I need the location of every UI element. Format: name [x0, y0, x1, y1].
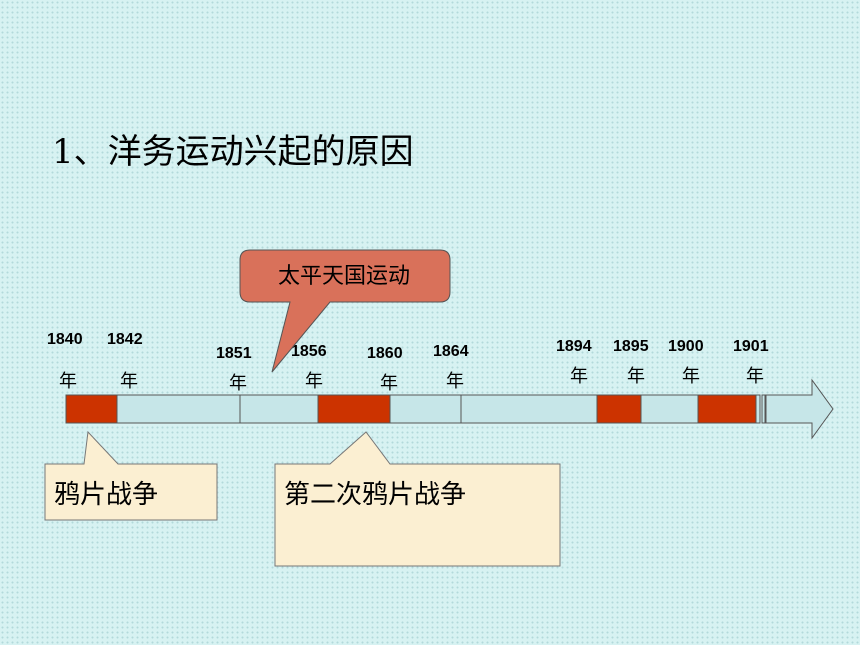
year-suffix-1864: 年 [446, 371, 464, 392]
segment-1864-1894 [460, 394, 598, 424]
segment-1856-1860 [317, 394, 391, 424]
segment-1894-1895 [596, 394, 642, 424]
opium-war-callout-box [44, 430, 218, 521]
year-suffix-1901: 年 [746, 366, 764, 387]
year-label-1900: 1900 [668, 338, 704, 355]
year-label-1851: 1851 [216, 345, 252, 362]
year-suffix-1900: 年 [682, 366, 700, 387]
year-label-1842: 1842 [107, 331, 143, 348]
segment-1900-1901 [697, 394, 757, 424]
second-opium-war-label: 第二次鸦片战争 [284, 480, 467, 510]
year-label-1856: 1856 [291, 343, 327, 360]
year-suffix-1842: 年 [120, 371, 138, 392]
segment-1860-1864 [389, 394, 462, 424]
taiping-callout-label: 太平天国运动 [277, 264, 410, 289]
segment-1895-1900 [640, 394, 699, 424]
year-label-1840: 1840 [47, 331, 83, 348]
segment-1840-1842 [65, 394, 118, 424]
taiping-callout-bubble [239, 249, 451, 373]
year-suffix-1895: 年 [627, 366, 645, 387]
year-suffix-1856: 年 [305, 371, 323, 392]
opium-war-label: 鸦片战争 [54, 480, 159, 510]
year-suffix-1851: 年 [229, 373, 247, 394]
year-label-1894: 1894 [556, 338, 592, 355]
segment-1851-1856 [239, 394, 319, 424]
year-label-1860: 1860 [367, 345, 403, 362]
second-opium-war-callout-box [274, 431, 561, 567]
page-title: 1、洋务运动兴起的原因 [52, 132, 414, 172]
year-label-1895: 1895 [613, 338, 649, 355]
year-suffix-1840: 年 [59, 371, 77, 392]
segment-1901-end [755, 394, 761, 424]
segment-1842-1851 [116, 394, 241, 424]
year-suffix-1894: 年 [570, 366, 588, 387]
segment-gap [761, 394, 766, 424]
year-suffix-1860: 年 [380, 373, 398, 394]
timeline-arrow [765, 378, 834, 440]
year-label-1901: 1901 [733, 338, 769, 355]
year-label-1864: 1864 [433, 343, 469, 360]
